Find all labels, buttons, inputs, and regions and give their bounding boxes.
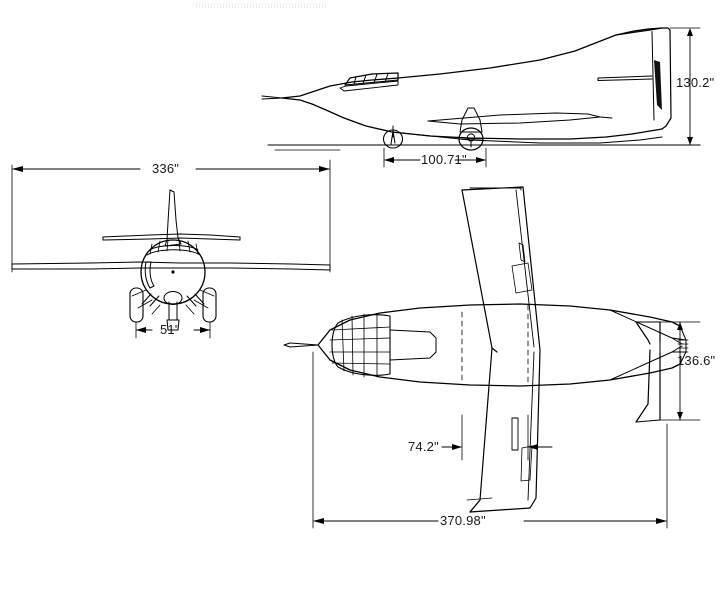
dimension-label-height-overall: 130.2" — [676, 75, 715, 90]
dimension-label-nose-gear-width: 51" — [160, 322, 180, 337]
dimension-label-wing-root-chord: 74.2" — [408, 439, 439, 454]
plan-view-group — [283, 186, 701, 529]
front-view-group — [11, 149, 341, 339]
dimension-label-wing-span: 336" — [152, 161, 180, 176]
scan-artifact — [196, 3, 328, 8]
side-view-group — [261, 27, 701, 168]
dimension-label-main-gear-track: 100.71" — [421, 152, 467, 167]
dimension-label-tail-span: 136.6" — [677, 353, 716, 368]
dimension-label-length-overall: 370.98" — [440, 513, 486, 528]
